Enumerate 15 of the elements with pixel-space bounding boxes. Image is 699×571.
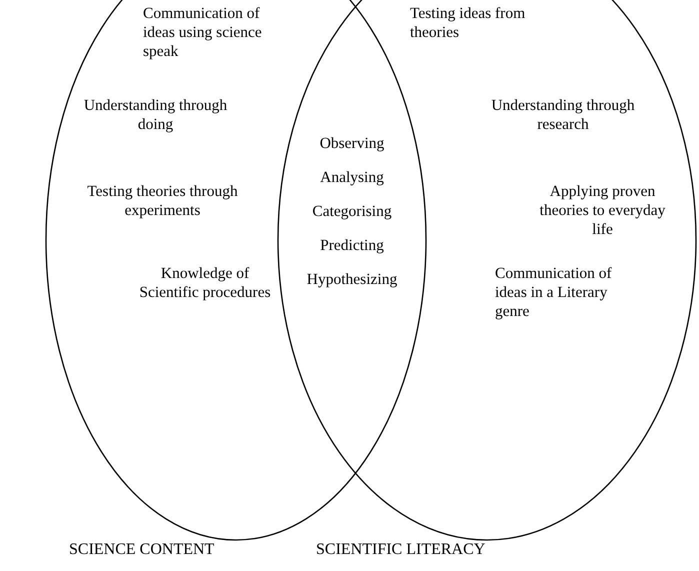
set-heading: SCIENCE CONTENT bbox=[69, 541, 214, 559]
venn-text: Understanding through doing bbox=[82, 96, 228, 134]
venn-text: Testing theories through experiments bbox=[86, 182, 239, 220]
venn-text: Understanding through research bbox=[490, 96, 636, 134]
venn-text: Categorising bbox=[311, 202, 393, 221]
venn-text: Observing bbox=[318, 134, 386, 153]
venn-text: Communication of ideas in a Literary genre bbox=[495, 264, 613, 321]
venn-text: Analysing bbox=[319, 168, 385, 187]
venn-text: Predicting bbox=[319, 236, 385, 255]
venn-text: Testing ideas from theories bbox=[410, 4, 526, 42]
set-heading: SCIENTIFIC LITERACY bbox=[316, 541, 486, 559]
venn-text: Applying proven theories to everyday life bbox=[538, 182, 666, 239]
venn-text: Communication of ideas using science speak bbox=[143, 4, 263, 61]
venn-text: Hypothesizing bbox=[306, 270, 398, 289]
venn-text: Knowledge of Scientific procedures bbox=[138, 264, 272, 302]
